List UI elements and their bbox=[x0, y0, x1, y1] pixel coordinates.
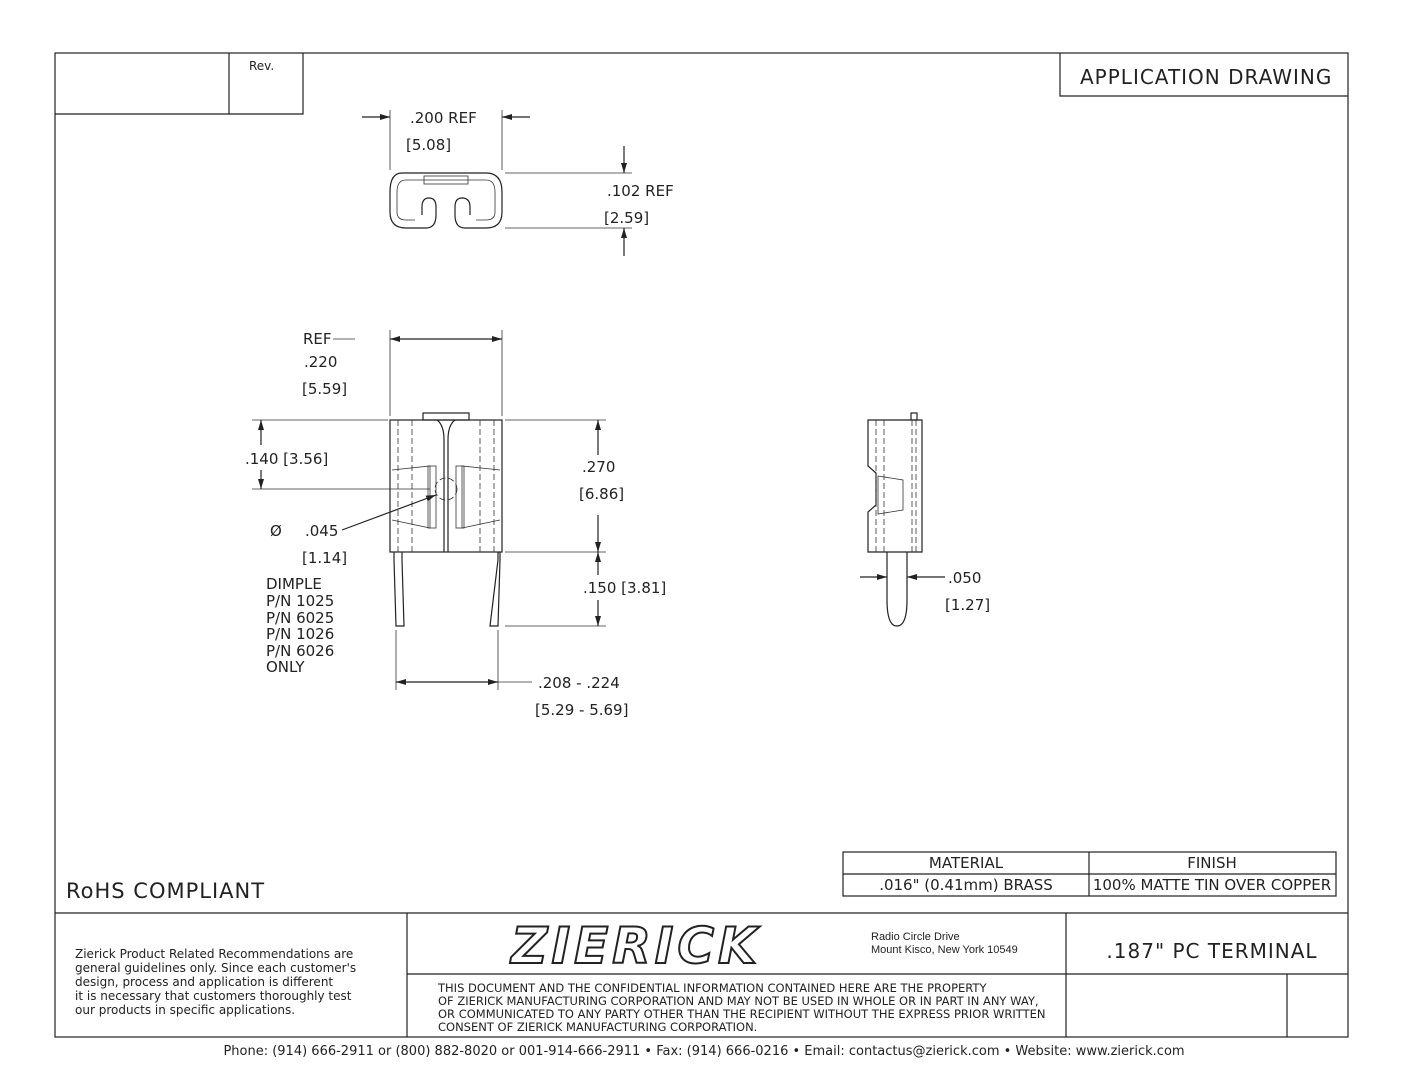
dim-top-height-mm: [2.59] bbox=[604, 209, 649, 227]
svg-text:general guidelines only. Since: general guidelines only. Since each cust… bbox=[75, 961, 356, 975]
dim-top-width: .200 REF bbox=[410, 109, 477, 127]
drawing-type: APPLICATION DRAWING bbox=[1080, 65, 1332, 89]
svg-text:OR COMMUNICATED TO ANY PARTY O: OR COMMUNICATED TO ANY PARTY OTHER THAN … bbox=[438, 1007, 1045, 1021]
zierick-logo: ZIERICK bbox=[509, 917, 761, 975]
svg-text:DIMPLE: DIMPLE bbox=[266, 575, 322, 593]
dim-body-height-mm: [6.86] bbox=[579, 485, 624, 503]
diameter-symbol: Ø bbox=[270, 522, 282, 540]
dim-body-height: .270 bbox=[582, 458, 615, 476]
svg-text:P/N 1025: P/N 1025 bbox=[266, 592, 334, 610]
address-line2: Mount Kisco, New York 10549 bbox=[871, 944, 1018, 956]
dim-dimple-height: .140 [3.56] bbox=[245, 450, 328, 468]
contact-footer: Phone: (914) 666-2911 or (800) 882-8020 … bbox=[223, 1044, 1185, 1059]
title-block: Zierick Product Related Recommendations … bbox=[55, 912, 1348, 1037]
rohs-label: RoHS COMPLIANT bbox=[66, 879, 265, 903]
dim-top-height: .102 REF bbox=[607, 182, 674, 200]
svg-text:P/N 6026: P/N 6026 bbox=[266, 642, 334, 660]
svg-text:CONSENT OF ZIERICK MANUFACTURI: CONSENT OF ZIERICK MANUFACTURING CORPORA… bbox=[438, 1020, 757, 1034]
dim-front-width-mm: [5.59] bbox=[302, 380, 347, 398]
svg-text:our products in specific appli: our products in specific applications. bbox=[75, 1003, 295, 1017]
svg-text:OF ZIERICK MANUFACTURING CORPO: OF ZIERICK MANUFACTURING CORPORATION AND… bbox=[438, 994, 1039, 1008]
address-line1: Radio Circle Drive bbox=[871, 931, 960, 943]
revision-box: Rev. bbox=[55, 53, 304, 115]
dim-pin-length: .150 [3.81] bbox=[583, 579, 666, 597]
svg-text:P/N 1026: P/N 1026 bbox=[266, 625, 334, 643]
finish-value: 100% MATTE TIN OVER COPPER bbox=[1093, 876, 1331, 894]
svg-text:THIS DOCUMENT AND THE CONFIDEN: THIS DOCUMENT AND THE CONFIDENTIAL INFOR… bbox=[437, 981, 987, 995]
material-finish-table: MATERIAL .016" (0.41mm) BRASS FINISH 100… bbox=[842, 851, 1337, 897]
dim-pin-thickness-mm: [1.27] bbox=[945, 596, 990, 614]
confidentiality-notice: THIS DOCUMENT AND THE CONFIDENTIAL INFOR… bbox=[437, 981, 1045, 1034]
svg-text:Zierick Product Related Recomm: Zierick Product Related Recommendations … bbox=[75, 947, 353, 961]
dimple-note: DIMPLE P/N 1025 P/N 6025 P/N 1026 P/N 60… bbox=[266, 575, 334, 676]
disclaimer: Zierick Product Related Recommendations … bbox=[75, 947, 356, 1017]
svg-text:ONLY: ONLY bbox=[266, 658, 305, 676]
dim-dimple-dia-mm: [1.14] bbox=[302, 549, 347, 567]
sheet-border bbox=[54, 52, 1349, 1038]
material-value: .016" (0.41mm) BRASS bbox=[879, 876, 1053, 894]
svg-text:P/N 6025: P/N 6025 bbox=[266, 609, 334, 627]
rev-label: Rev. bbox=[249, 59, 274, 73]
dim-pin-span: .208 - .224 bbox=[538, 674, 620, 692]
svg-text:design, process and applicatio: design, process and application is diffe… bbox=[75, 975, 333, 989]
part-title: .187" PC TERMINAL bbox=[1106, 939, 1317, 963]
dim-front-width: .220 bbox=[304, 353, 337, 371]
front-view: REF .220 [5.59] .140 [3.56] .270 [6.86] … bbox=[245, 330, 666, 719]
dim-pin-span-mm: [5.29 - 5.69] bbox=[535, 701, 628, 719]
dim-ref-label: REF bbox=[303, 330, 332, 348]
finish-header: FINISH bbox=[1187, 854, 1237, 872]
drawing-type-box: APPLICATION DRAWING bbox=[1059, 53, 1348, 97]
side-view: .050 [1.27] bbox=[860, 412, 990, 627]
dim-pin-thickness: .050 bbox=[948, 569, 981, 587]
dim-dimple-dia: .045 bbox=[305, 522, 338, 540]
material-header: MATERIAL bbox=[929, 854, 1004, 872]
svg-text:it is necessary that customers: it is necessary that customers thoroughl… bbox=[75, 989, 352, 1003]
top-view: .200 REF [5.08] .102 REF [2.59] bbox=[362, 109, 674, 256]
dim-top-width-mm: [5.08] bbox=[406, 136, 451, 154]
